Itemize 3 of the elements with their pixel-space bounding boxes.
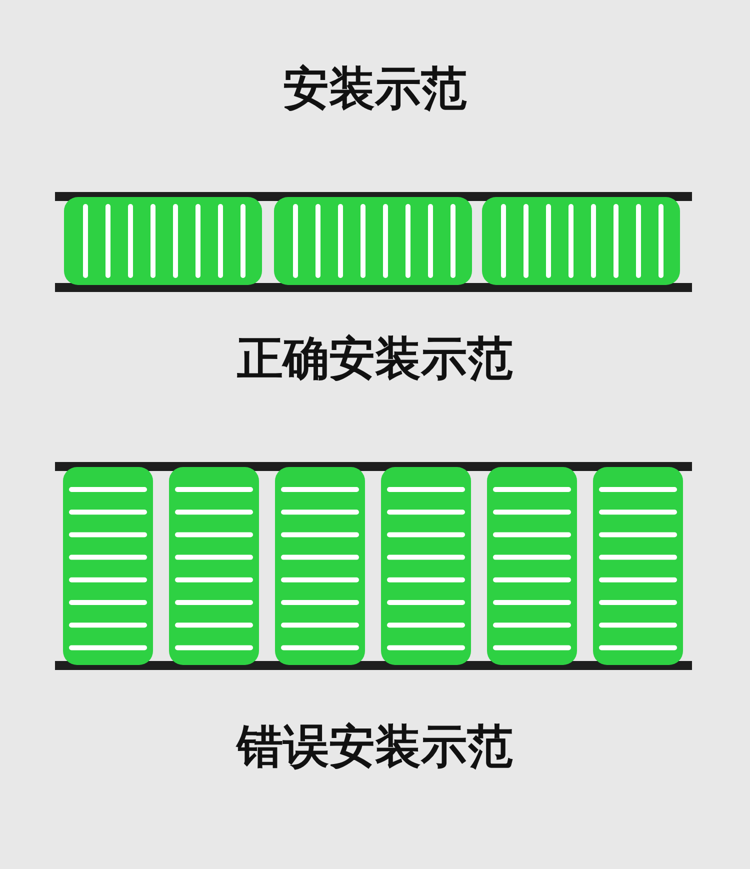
caption: 正确安装示范 (237, 330, 513, 387)
title: 安装示范 (283, 60, 467, 117)
caption: 错误安装示范 (237, 718, 513, 775)
